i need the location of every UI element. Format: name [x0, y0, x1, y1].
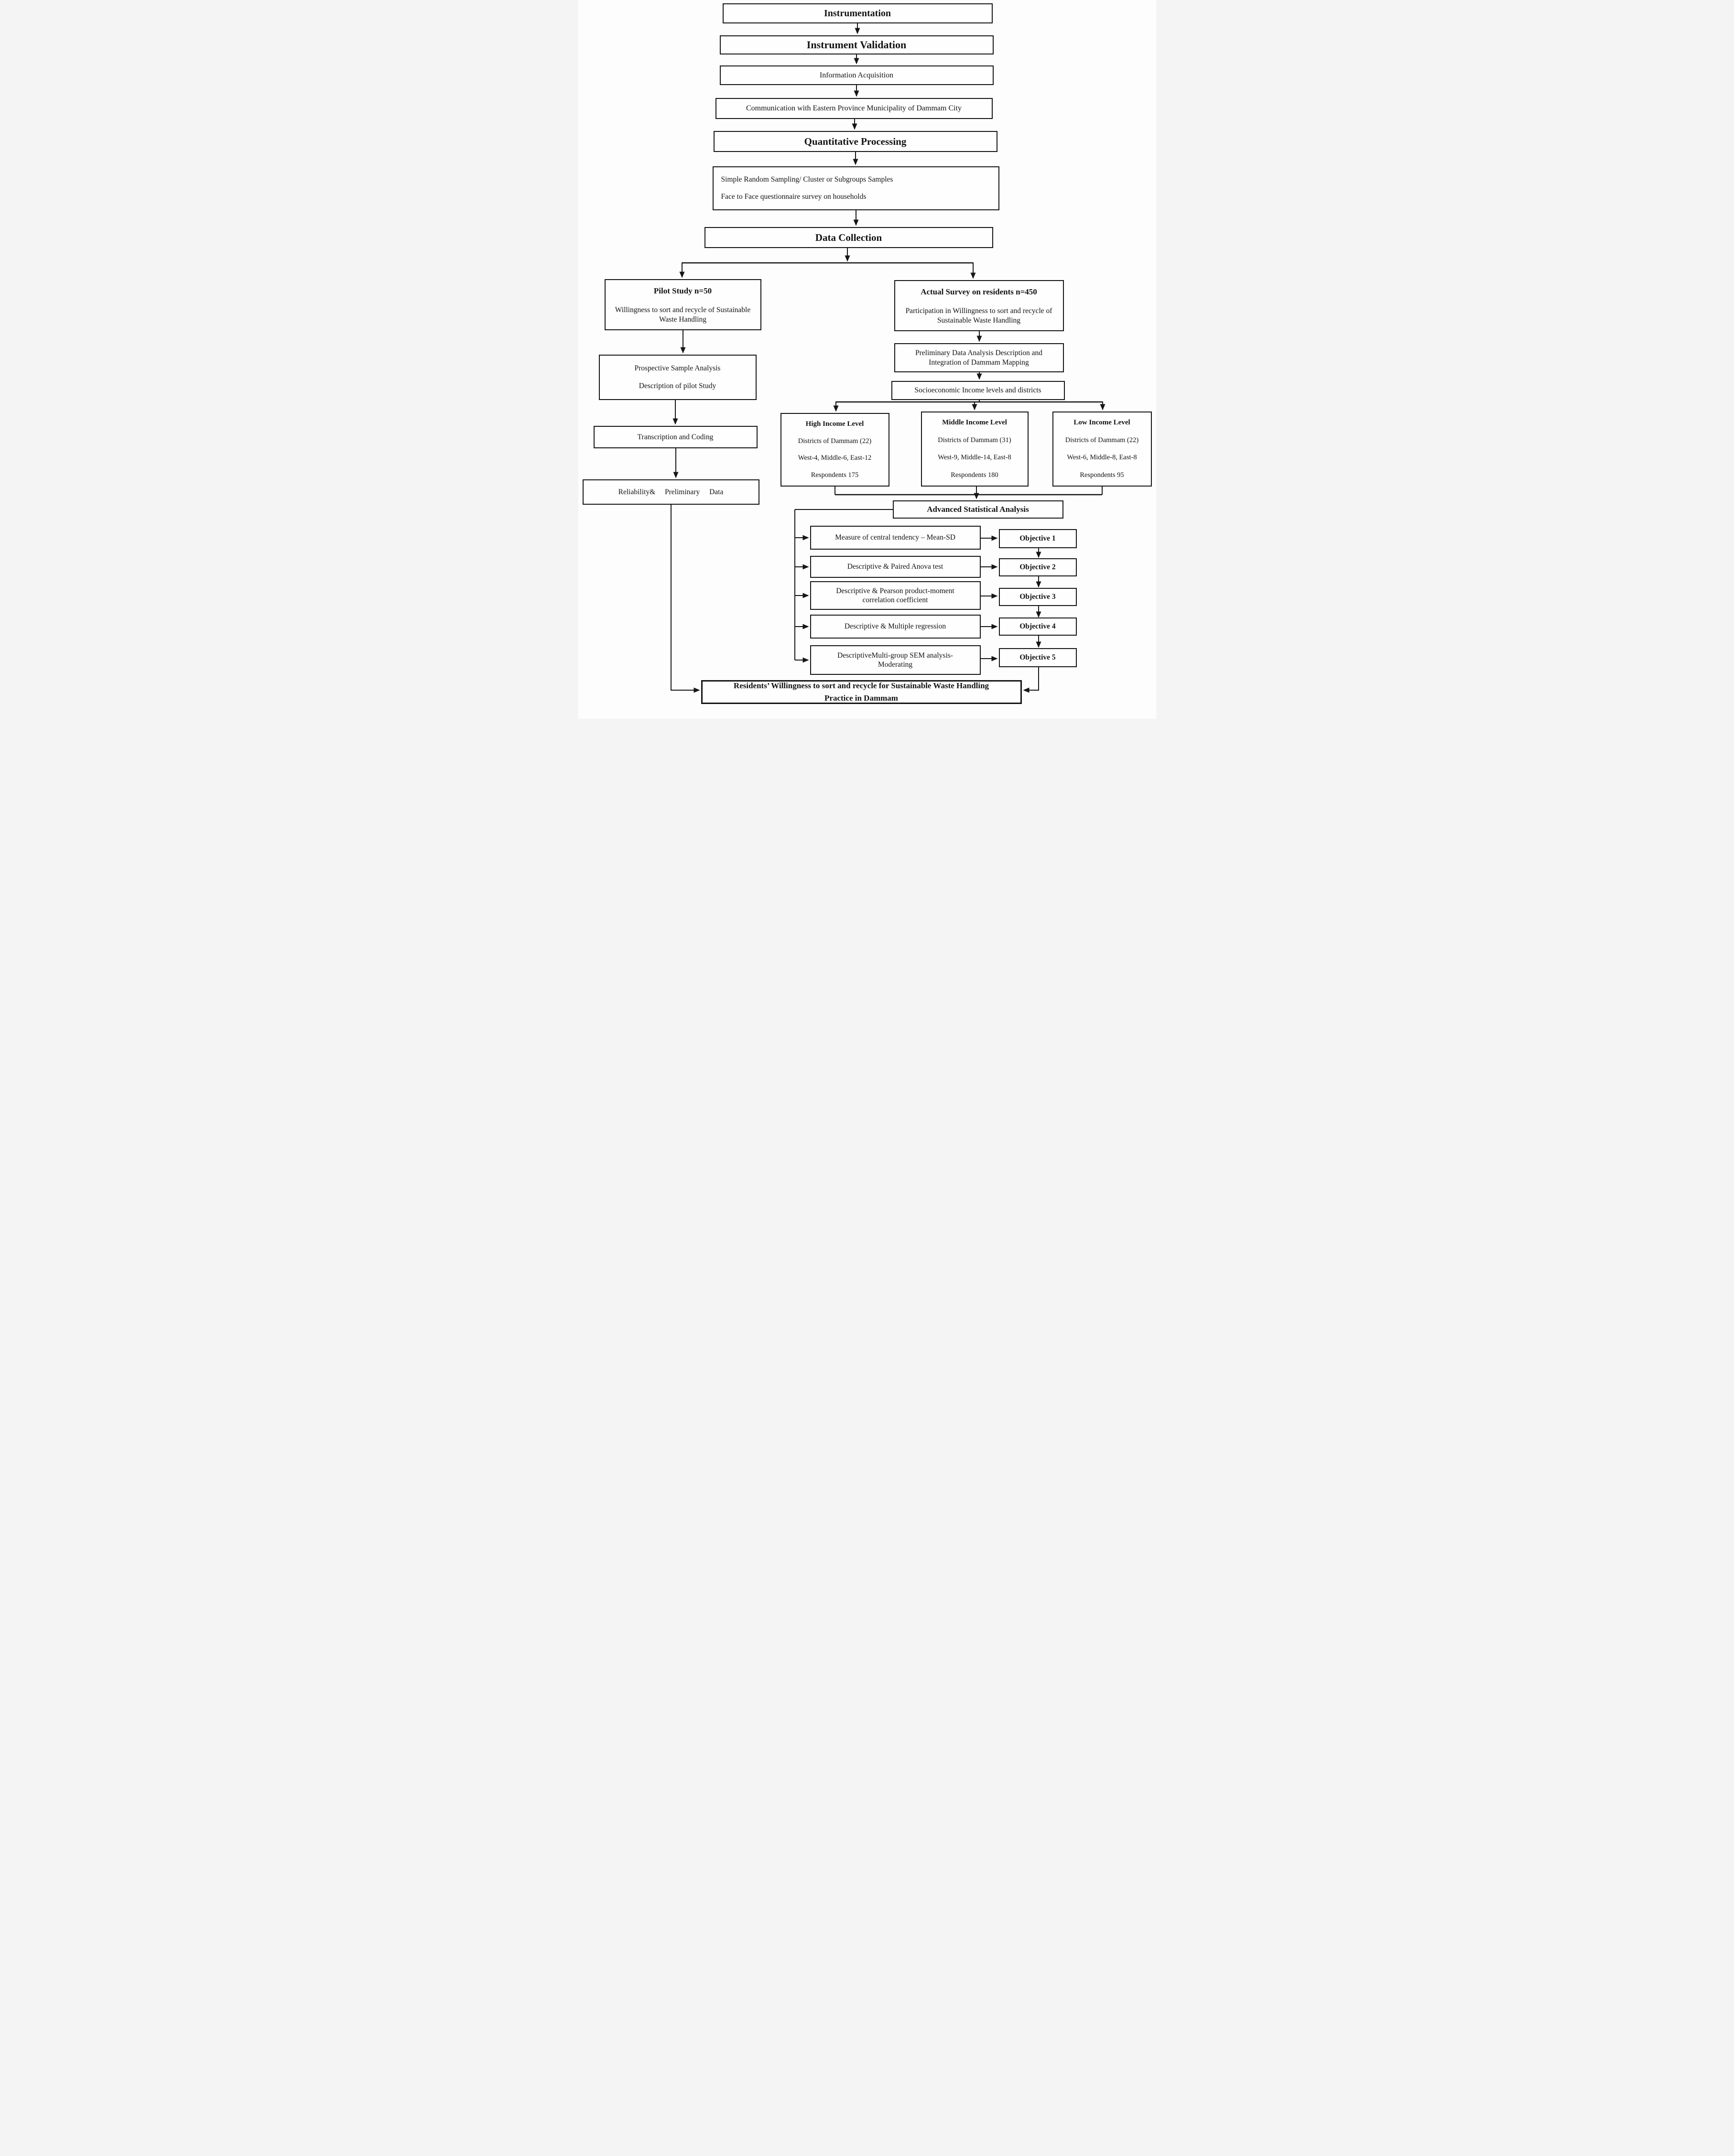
node-objective-4-label: Objective 4: [1019, 622, 1056, 631]
node-prospective-line2: Description of pilot Study: [639, 382, 716, 390]
node-income-low-title: Low Income Level: [1073, 419, 1130, 426]
node-preliminary-analysis-label: Preliminary Data Analysis Description an…: [915, 349, 1043, 367]
node-instrumentation: Instrumentation: [722, 3, 993, 23]
node-communication-label: Communication with Eastern Province Muni…: [746, 104, 962, 112]
node-communication: Communication with Eastern Province Muni…: [715, 98, 993, 119]
node-objective-3-label: Objective 3: [1019, 593, 1056, 601]
node-objective-3: Objective 3: [998, 588, 1077, 606]
node-income-middle-title: Middle Income Level: [942, 419, 1007, 426]
node-income-high-zones: West-4, Middle-6, East-12: [798, 454, 872, 462]
node-quantitative-processing: Quantitative Processing: [713, 131, 997, 152]
node-method-multiple-regression-label: Descriptive & Multiple regression: [844, 622, 946, 631]
node-method-pearson-correlation: Descriptive & Pearson product-moment cor…: [810, 581, 981, 610]
node-pilot-study-body: Willingness to sort and recycle of Susta…: [615, 306, 751, 324]
node-objective-5: Objective 5: [998, 648, 1077, 667]
node-income-middle: Middle Income Level Districts of Dammam …: [921, 412, 1029, 487]
node-method-sem-moderating-label: DescriptiveMulti-group SEM analysis- Mod…: [837, 651, 953, 669]
node-instrument-validation-label: Instrument Validation: [806, 39, 907, 51]
node-advanced-statistical-analysis-label: Advanced Statistical Analysis: [927, 505, 1029, 514]
node-advanced-statistical-analysis: Advanced Statistical Analysis: [892, 500, 1063, 519]
node-method-multiple-regression: Descriptive & Multiple regression: [810, 615, 981, 639]
node-sampling-line2: Face to Face questionnaire survey on hou…: [721, 193, 867, 201]
node-income-high-respondents: Respondents 175: [811, 471, 859, 479]
node-method-central-tendency: Measure of central tendency – Mean-SD: [810, 526, 981, 550]
node-income-low: Low Income Level Districts of Dammam (22…: [1052, 412, 1152, 487]
node-objective-2: Objective 2: [998, 558, 1077, 576]
node-information-acquisition-label: Information Acquisition: [819, 71, 894, 79]
node-reliability-preliminary-data: Reliability& Preliminary Data: [582, 479, 759, 505]
node-income-middle-zones: West-9, Middle-14, East-8: [938, 454, 1011, 462]
node-prospective-line1: Prospective Sample Analysis: [634, 364, 721, 373]
node-data-collection-label: Data Collection: [815, 231, 882, 243]
node-income-low-respondents: Respondents 95: [1080, 471, 1124, 479]
node-information-acquisition: Information Acquisition: [719, 65, 994, 85]
node-income-high-districts: Districts of Dammam (22): [798, 437, 872, 445]
node-method-central-tendency-label: Measure of central tendency – Mean-SD: [835, 533, 955, 542]
node-income-low-districts: Districts of Dammam (22): [1065, 436, 1139, 444]
node-method-pearson-correlation-label: Descriptive & Pearson product-moment cor…: [836, 586, 954, 604]
node-preliminary-analysis: Preliminary Data Analysis Description an…: [894, 343, 1064, 372]
node-data-collection: Data Collection: [704, 227, 993, 248]
node-prospective-analysis: Prospective Sample Analysis Description …: [598, 355, 757, 400]
node-pilot-study: Pilot Study n=50 Willingness to sort and…: [604, 279, 761, 330]
node-quantitative-processing-label: Quantitative Processing: [804, 135, 907, 147]
node-actual-survey-body: Participation in Willingness to sort and…: [905, 307, 1052, 325]
flowchart-canvas: Instrumentation Instrument Validation In…: [578, 0, 1156, 719]
node-income-low-zones: West-6, Middle-8, East-8: [1067, 454, 1137, 462]
node-objective-1-label: Objective 1: [1019, 534, 1056, 543]
node-socioeconomic-levels: Socioeconomic Income levels and district…: [891, 381, 1065, 400]
node-final-outcome-line2: Practice in Dammam: [824, 693, 898, 703]
node-method-sem-moderating: DescriptiveMulti-group SEM analysis- Mod…: [810, 645, 981, 675]
node-socioeconomic-levels-label: Socioeconomic Income levels and district…: [914, 386, 1041, 395]
node-transcription-coding-label: Transcription and Coding: [637, 433, 714, 441]
node-final-outcome: Residents’ Willingness to sort and recyc…: [701, 680, 1022, 704]
node-transcription-coding: Transcription and Coding: [593, 426, 758, 448]
node-sampling-line1: Simple Random Sampling/ Cluster or Subgr…: [721, 175, 893, 184]
node-method-paired-anova-label: Descriptive & Paired Anova test: [847, 563, 943, 571]
node-income-middle-respondents: Respondents 180: [951, 471, 998, 479]
node-sampling: Simple Random Sampling/ Cluster or Subgr…: [712, 166, 999, 210]
node-instrumentation-label: Instrumentation: [824, 8, 891, 19]
node-actual-survey: Actual Survey on residents n=450 Partici…: [894, 280, 1064, 331]
node-income-high: High Income Level Districts of Dammam (2…: [780, 413, 889, 487]
node-objective-5-label: Objective 5: [1019, 653, 1056, 662]
node-final-outcome-line1: Residents’ Willingness to sort and recyc…: [733, 681, 989, 690]
node-objective-1: Objective 1: [998, 529, 1077, 548]
node-reliability-label: Reliability& Preliminary Data: [618, 488, 724, 496]
node-actual-survey-title: Actual Survey on residents n=450: [921, 287, 1037, 296]
node-method-paired-anova: Descriptive & Paired Anova test: [810, 556, 981, 578]
node-income-middle-districts: Districts of Dammam (31): [938, 436, 1011, 444]
node-objective-4: Objective 4: [998, 618, 1077, 636]
node-pilot-study-title: Pilot Study n=50: [653, 286, 712, 295]
node-objective-2-label: Objective 2: [1019, 563, 1056, 572]
node-income-high-title: High Income Level: [805, 420, 864, 428]
node-instrument-validation: Instrument Validation: [719, 35, 994, 54]
